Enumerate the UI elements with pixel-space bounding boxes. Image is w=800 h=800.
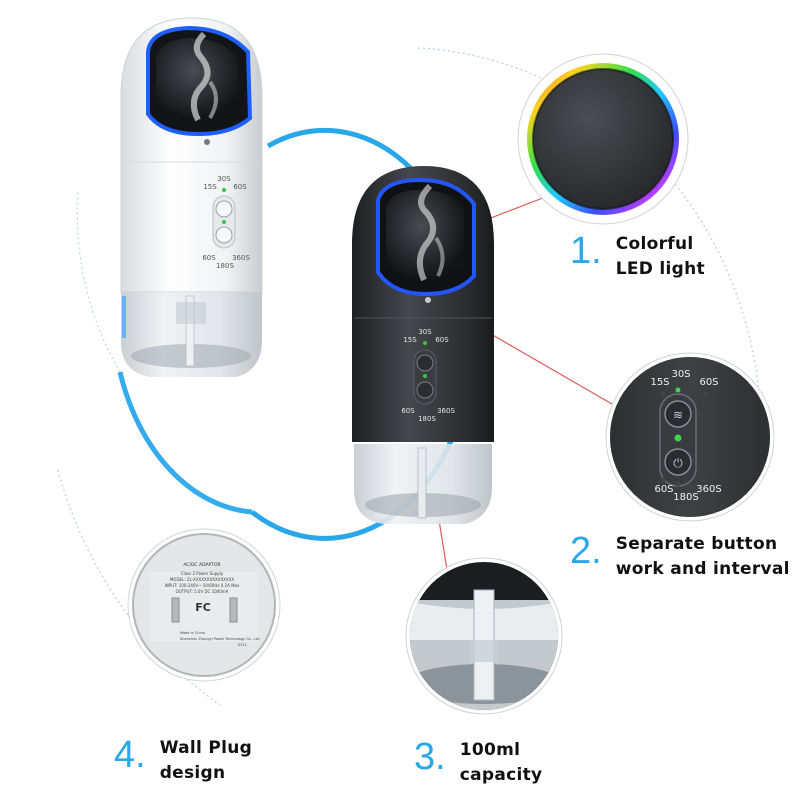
black-mist-button[interactable] <box>416 354 434 372</box>
white-label-180s: 180S <box>216 262 234 270</box>
white-label-360s: 360S <box>232 254 250 262</box>
white-label-15s: 15S <box>203 183 217 191</box>
feature-capacity: 3. 100ml capacity <box>414 738 542 788</box>
white-control-panel: 30S 15S 60S 60S 360S 180S <box>202 175 250 270</box>
feature-line-1: Colorful <box>615 234 694 254</box>
black-label-15s: 15S <box>403 336 417 344</box>
plug-line-4: OUTPUT: 5.0V DC 1000mA <box>176 589 229 594</box>
black-power-button[interactable] <box>416 381 434 399</box>
feature-number: 4. <box>114 734 146 776</box>
white-power-button[interactable] <box>215 226 233 244</box>
feature-wall-plug: 4. Wall Plug design <box>114 736 252 786</box>
feature-text: 100ml capacity <box>460 738 543 788</box>
zoom-label-15s: 15S <box>650 377 669 388</box>
black-control-panel: 30S 15S 60S 60S 360S 180S <box>401 328 455 423</box>
black-label-180s: 180S <box>418 415 436 423</box>
plug-code: E312 <box>238 643 247 647</box>
plug-line-3: INPUT: 100-240V~ 50/60Hz 0.2A Max <box>165 583 240 588</box>
black-label-30s: 30S <box>418 328 432 336</box>
plug-title: AC/DC ADAPTOR <box>183 562 220 568</box>
feature-number: 1. <box>570 230 602 272</box>
zoom-label-60s-bottom: 60S <box>654 484 673 495</box>
button-panel-zoom: ≋ ⏻ 30S 15S 60S 60S 360S 180S <box>605 352 775 522</box>
feature-number: 2. <box>570 530 602 572</box>
white-label-60s-bottom: 60S <box>202 254 216 262</box>
black-humidifier: 30S 15S 60S 60S 360S 180S <box>352 166 494 524</box>
plug-maker: Shenzhen Zhongyi Power Technology Co., L… <box>180 637 260 641</box>
feature-line-1: Separate button <box>615 534 778 554</box>
fcc-mark: FC <box>195 601 211 614</box>
plug-prong-left <box>171 597 180 623</box>
led-light-zoom <box>517 53 689 225</box>
feature-line-2: design <box>159 763 226 783</box>
feature-line-2: LED light <box>615 259 705 279</box>
plug-made: Made in China <box>180 631 205 635</box>
zoom-label-360s: 360S <box>696 484 721 495</box>
plug-line-1: Class 2 Power Supply <box>181 571 224 576</box>
white-humidifier: 30S 15S 60S 60S 360S 180S <box>120 17 263 377</box>
white-label-60s-top: 60S <box>233 183 247 191</box>
feature-line-1: Wall Plug <box>159 738 253 758</box>
feature-text: Separate button work and interval <box>616 532 790 582</box>
feature-text: Wall Plug design <box>160 736 252 786</box>
zoom-mist-button[interactable] <box>664 400 692 428</box>
black-label-60s-bottom: 60S <box>401 407 415 415</box>
zoom-label-60s-top: 60S <box>699 377 718 388</box>
plug-line-2: MODEL: ZL-XXXXXXXXXXXXXXX <box>170 577 235 582</box>
zoom-label-180s: 180S <box>673 492 698 503</box>
black-label-360s: 360S <box>437 407 455 415</box>
mist-icon: ≋ <box>673 408 683 422</box>
water-tank-zoom <box>405 557 563 715</box>
feature-line-2: work and interval <box>615 559 790 579</box>
feature-line-2: capacity <box>459 765 543 785</box>
white-mist-button[interactable] <box>215 200 233 218</box>
feature-number: 3. <box>414 736 446 778</box>
plug-prong-right <box>229 597 238 623</box>
wall-plug-zoom: AC/DC ADAPTOR Class 2 Power Supply MODEL… <box>127 528 281 682</box>
feature-separate-button: 2. Separate button work and interval <box>570 532 790 582</box>
zoom-label-30s: 30S <box>671 369 690 380</box>
feature-text: Colorful LED light <box>616 232 705 282</box>
feature-line-1: 100ml <box>459 740 521 760</box>
black-label-60s-top: 60S <box>435 336 449 344</box>
power-icon: ⏻ <box>673 456 683 470</box>
zoom-power-button[interactable] <box>664 448 692 476</box>
white-label-30s: 30S <box>217 175 231 183</box>
feature-led-light: 1. Colorful LED light <box>570 232 705 282</box>
